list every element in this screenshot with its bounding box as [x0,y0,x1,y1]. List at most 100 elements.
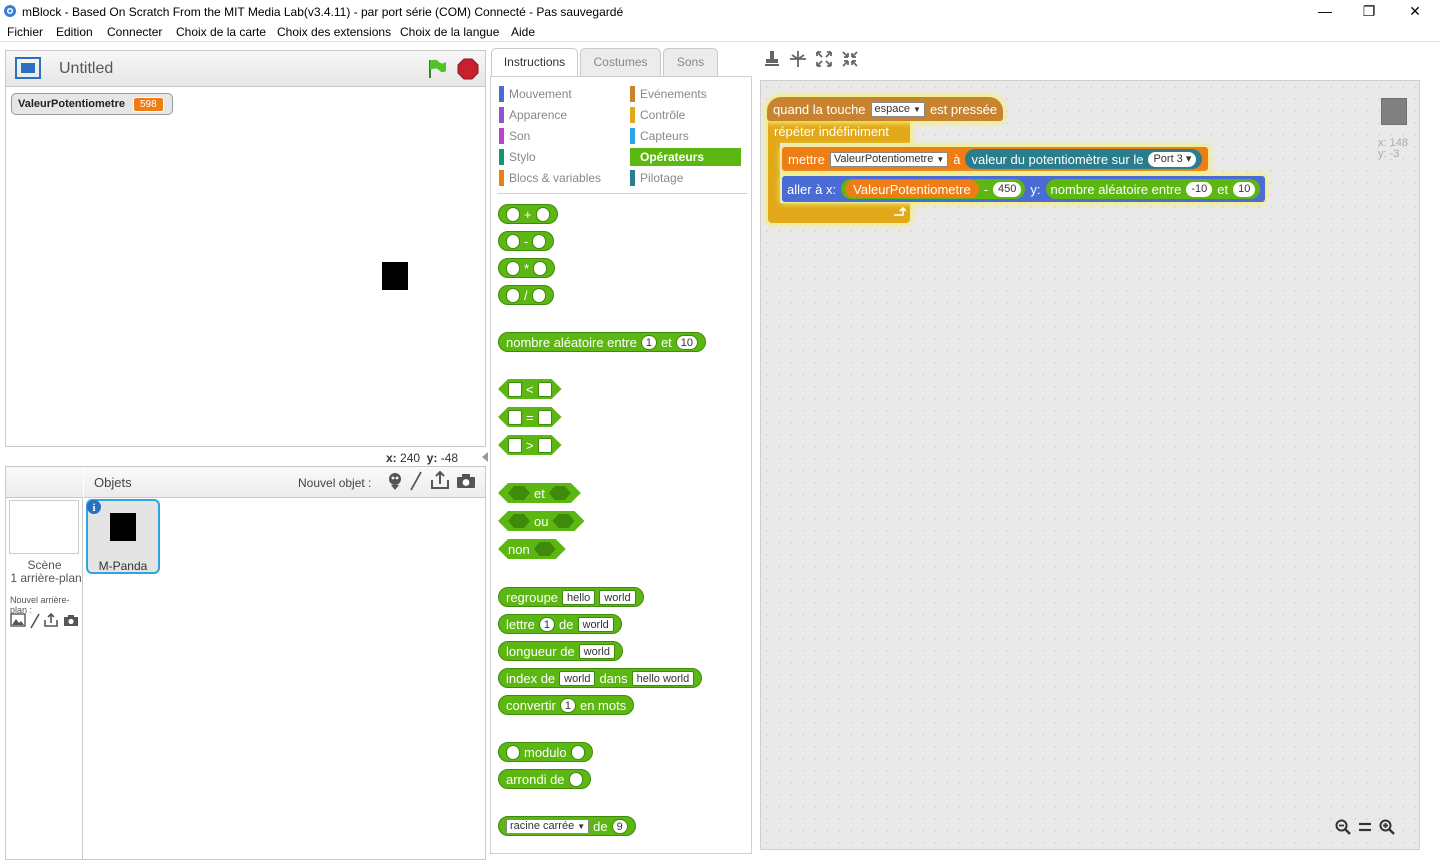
variable-monitor-name: ValeurPotentiometre [18,98,125,110]
block-subtract[interactable]: - [498,231,555,251]
zoom-out-icon[interactable] [1335,819,1351,835]
menu-fichier[interactable]: Fichier [7,25,44,39]
sprite-x: 148 [1389,137,1408,149]
sprite-tile-thumbnail [110,513,136,541]
block-add[interactable]: + [498,204,558,224]
forever-label: répéter indéfiniment [774,124,889,139]
tab-sons[interactable]: Sons [663,48,718,76]
variable-reporter[interactable]: ValeurPotentiometre [845,180,979,198]
minimize-button[interactable]: — [1318,3,1332,19]
variable-monitor[interactable]: ValeurPotentiometre 598 [11,93,173,115]
set-variable-dropdown[interactable]: ValeurPotentiometre▼ [829,151,949,167]
sprite-info-icon[interactable]: i [86,499,102,515]
category-apparence[interactable]: Apparence [499,106,619,124]
block-not[interactable]: non [498,539,566,559]
sprite-tile[interactable]: M-Panda i [86,499,160,574]
sprite-library-icon[interactable] [386,471,404,491]
random-to-input[interactable]: 10 [1233,181,1256,197]
upload-sprite-icon[interactable] [430,470,450,490]
stop-sign-icon[interactable] [457,58,479,80]
stage-header: Untitled [5,50,486,86]
block-subtract-in-script[interactable]: ValeurPotentiometre - 450 [841,179,1026,199]
category-operateurs[interactable]: Opérateurs [630,148,741,166]
tab-instructions[interactable]: Instructions [491,48,578,77]
block-set-variable[interactable]: mettre ValeurPotentiometre▼ à valeur du … [782,147,1209,171]
category-mouvement[interactable]: Mouvement [499,85,619,103]
scene-thumbnail[interactable] [9,500,79,554]
category-controle[interactable]: Contrôle [630,106,740,124]
stage[interactable]: ValeurPotentiometre 598 [5,86,486,447]
menu-choix-langue[interactable]: Choix de la langue [400,25,500,39]
project-title[interactable]: Untitled [59,60,114,77]
block-potentiometer-value[interactable]: valeur du potentiomètre sur le Port 3 ▾ [965,149,1203,169]
block-multiply[interactable]: * [498,258,556,278]
category-blocs-variables[interactable]: Blocs & variables [499,169,619,187]
category-stylo[interactable]: Stylo [499,148,619,166]
sprite-pane: Scène 1 arrière-plan Nouvel arrière-plan… [5,466,486,860]
key-dropdown[interactable]: espace▼ [870,101,925,117]
category-divider [497,193,747,194]
block-modulo[interactable]: modulo [498,742,593,762]
camera-sprite-icon[interactable] [456,473,476,489]
block-greater-than[interactable]: > [498,435,562,455]
paint-sprite-icon[interactable] [409,471,423,491]
collapse-stage-icon[interactable] [481,451,489,463]
loop-arrow-icon [894,206,906,216]
menu-choix-extensions[interactable]: Choix des extensions [277,25,392,39]
sprite-y: -3 [1389,148,1400,160]
duplicate-tool-icon[interactable] [764,50,780,68]
math-function-dropdown[interactable]: racine carrée▼ [506,818,590,834]
restore-button[interactable]: ❐ [1362,3,1376,19]
mouse-y: -48 [440,451,459,465]
block-or[interactable]: ou [498,511,584,531]
category-capteurs[interactable]: Capteurs [630,127,740,145]
subtract-offset-input[interactable]: 450 [993,181,1022,197]
block-divide[interactable]: / [498,285,554,305]
block-go-to-xy[interactable]: aller à x: ValeurPotentiometre - 450 y: … [782,176,1266,202]
block-and[interactable]: et [498,483,581,503]
delete-tool-icon[interactable] [789,50,807,68]
scripts-area[interactable]: répéter indéfiniment quand la touche esp… [760,80,1420,850]
upload-backdrop-icon[interactable] [43,612,59,628]
category-evenements[interactable]: Evénements [630,85,740,103]
block-random-in-script[interactable]: nombre aléatoire entre -10 et 10 [1045,179,1261,199]
paint-backdrop-icon[interactable] [29,613,41,629]
variable-monitor-value: 598 [132,96,164,112]
category-son[interactable]: Son [499,127,619,145]
zoom-reset-icon[interactable] [1357,819,1373,835]
mouse-coordinates: x: 240 y: -48 [386,451,459,465]
menu-connecter[interactable]: Connecter [107,25,163,39]
block-less-than[interactable]: < [498,379,562,399]
objets-bar: Objets Nouvel objet : [84,467,485,498]
menu-aide[interactable]: Aide [511,25,536,39]
random-from-input[interactable]: -10 [1186,181,1213,197]
shrink-tool-icon[interactable] [841,50,859,68]
block-equals[interactable]: = [498,407,562,427]
grow-tool-icon[interactable] [815,50,833,68]
title-bar: mBlock - Based On Scratch From the MIT M… [0,0,1440,24]
block-forever[interactable]: répéter indéfiniment [768,119,910,223]
current-sprite-thumbnail [1381,98,1407,125]
close-window-button[interactable]: ✕ [1409,3,1421,19]
block-round[interactable]: arrondi de [498,769,591,789]
tab-costumes[interactable]: Costumes [580,48,661,76]
green-flag-icon[interactable] [426,58,448,80]
zoom-in-icon[interactable] [1379,819,1395,835]
category-pilotage[interactable]: Pilotage [630,169,740,187]
backdrop-library-icon[interactable] [10,613,26,627]
menu-choix-carte[interactable]: Choix de la carte [176,25,267,39]
menu-edition[interactable]: Edition [56,25,93,39]
stage-sprite[interactable] [382,262,408,290]
camera-backdrop-icon[interactable] [63,614,79,627]
port-dropdown[interactable]: Port 3 ▾ [1148,151,1197,167]
block-when-key-pressed[interactable]: quand la touche espace▼ est pressée [767,97,1004,121]
scene-backdrop-count: 1 arrière-plan [10,571,82,585]
fullscreen-stage-icon[interactable] [15,57,41,79]
